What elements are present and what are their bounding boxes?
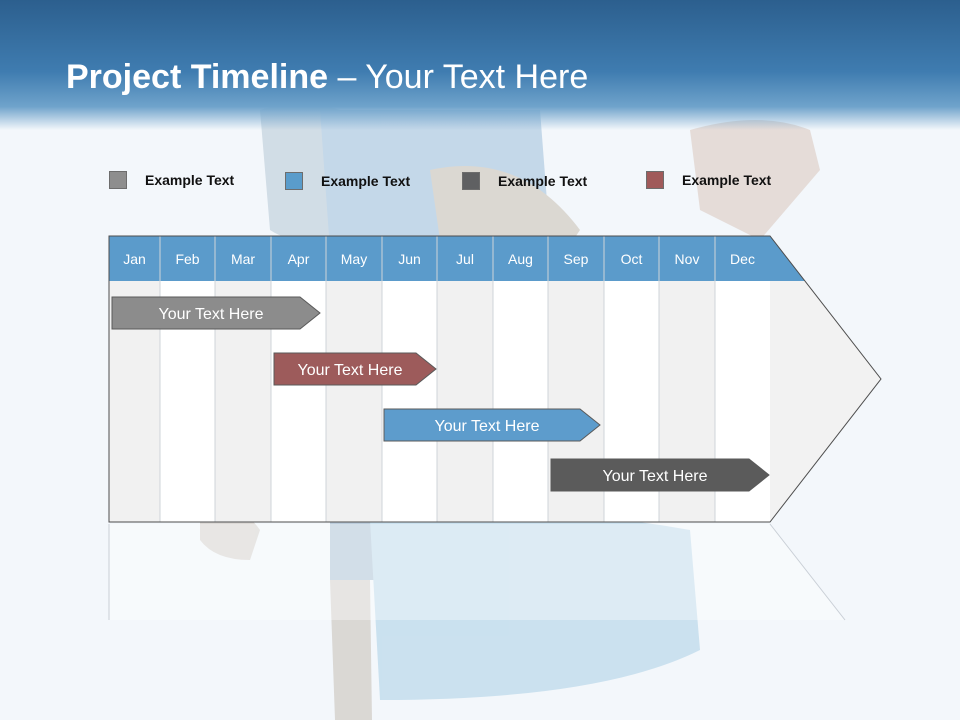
month-label-3: Mar (231, 251, 255, 267)
task-label-4: Your Text Here (603, 468, 708, 485)
month-header-cell-2 (160, 236, 215, 281)
month-label-12: Dec (730, 251, 755, 267)
month-header-cell-7 (437, 236, 493, 281)
month-header-cell-6 (382, 236, 437, 281)
month-label-6: Jun (398, 251, 421, 267)
legend-label-4: Example Text (682, 172, 772, 188)
task-label-1: Your Text Here (159, 306, 264, 323)
legend-label-3: Example Text (498, 173, 588, 189)
month-header-cell-4 (271, 236, 326, 281)
task-bar-2 (273, 352, 437, 386)
month-label-2: Feb (175, 251, 199, 267)
month-header-cell-5 (326, 236, 382, 281)
legend-item-2: Example Text (285, 171, 410, 191)
month-label-1: Jan (123, 251, 146, 267)
legend-swatch-2 (285, 172, 303, 190)
month-label-7: Jul (456, 251, 474, 267)
month-label-4: Apr (288, 251, 310, 267)
arrow-head (770, 236, 881, 522)
legend-swatch-1 (109, 171, 127, 189)
month-column-7 (437, 281, 493, 522)
legend-label-2: Example Text (321, 173, 411, 189)
month-label-9: Sep (564, 251, 589, 267)
timeline-outline (108, 235, 882, 523)
legend-item-4: Example Text (646, 170, 771, 190)
month-label-5: May (341, 251, 367, 267)
month-header-cell-12 (715, 236, 770, 281)
month-header-cell-3 (215, 236, 271, 281)
month-label-8: Aug (508, 251, 533, 267)
task-bar-1 (111, 296, 321, 330)
timeline-reflection (109, 524, 845, 620)
task-label-3: Your Text Here (435, 418, 540, 435)
month-label-10: Oct (621, 251, 643, 267)
month-header-cell-9 (548, 236, 604, 281)
legend-swatch-4 (646, 171, 664, 189)
task-label-2: Your Text Here (298, 362, 403, 379)
task-bar-3 (383, 408, 601, 442)
legend-item-3: Example Text (462, 171, 587, 191)
month-label-11: Nov (675, 251, 700, 267)
month-header-cell-10 (604, 236, 659, 281)
slide-title: Project Timeline – Your Text Here (66, 58, 588, 97)
legend-swatch-3 (462, 172, 480, 190)
task-bar-4 (550, 458, 770, 492)
reflection-edge-right (769, 523, 846, 621)
legend-label-1: Example Text (145, 172, 235, 188)
month-header-cell-1 (109, 236, 160, 281)
month-column-5 (326, 281, 382, 522)
month-header-cell-11 (659, 236, 715, 281)
title-rest: – Your Text Here (328, 58, 589, 96)
month-header-cell-8 (493, 236, 548, 281)
legend-item-1: Example Text (109, 170, 234, 190)
month-column-6 (382, 281, 437, 522)
month-column-8 (493, 281, 548, 522)
title-bold: Project Timeline (66, 58, 329, 96)
header-band (0, 0, 960, 130)
